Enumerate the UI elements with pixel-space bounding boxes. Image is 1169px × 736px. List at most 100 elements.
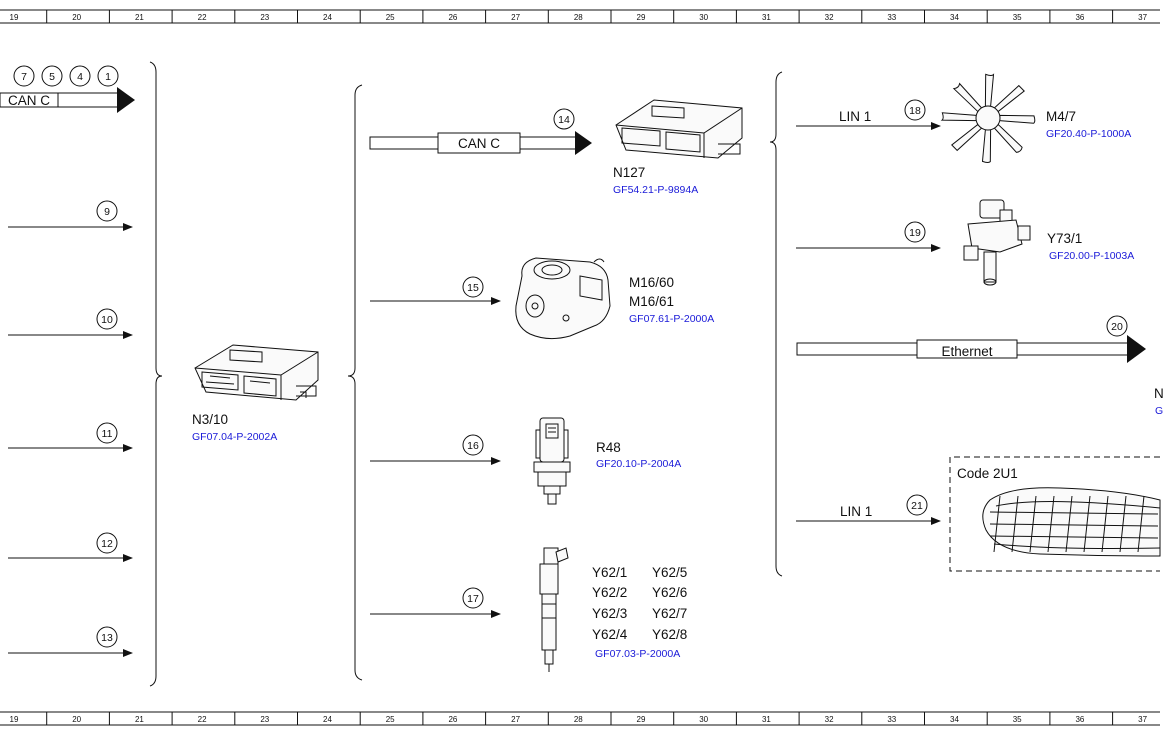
wire-number-9: 9 bbox=[104, 206, 110, 218]
top-ruler-column-26: 26 bbox=[448, 13, 457, 22]
grille-slat bbox=[1083, 495, 1091, 553]
middle-bracket bbox=[347, 84, 363, 681]
top-left-wire-group: 7 5 4 1 CAN C bbox=[0, 65, 135, 113]
wire-number-4: 4 bbox=[77, 71, 83, 83]
wire-number-20: 20 bbox=[1111, 321, 1123, 333]
grille-slat bbox=[1137, 495, 1145, 553]
grille-slat bbox=[1101, 495, 1109, 553]
cut-off-component-reference[interactable]: G bbox=[1155, 405, 1163, 417]
fan-blade bbox=[984, 73, 995, 107]
bottom-ruler-column-25: 25 bbox=[386, 715, 395, 724]
wire-number-21: 21 bbox=[911, 500, 923, 512]
top-ruler-column-19: 19 bbox=[10, 13, 19, 22]
grille-slat bbox=[1065, 495, 1073, 553]
y62-6-label: Y62/6 bbox=[652, 585, 687, 600]
can-c-label: CAN C bbox=[458, 136, 500, 151]
cut-off-component-label: N bbox=[1154, 386, 1164, 401]
temperature-sensor-r48[interactable] bbox=[533, 417, 571, 505]
control-unit-n127[interactable] bbox=[615, 99, 743, 159]
n127-label: N127 bbox=[613, 165, 645, 180]
y62-4-label: Y62/4 bbox=[592, 627, 628, 642]
bottom-ruler-column-23: 23 bbox=[260, 715, 269, 724]
left-bracket bbox=[149, 61, 163, 687]
valve-y73-1[interactable] bbox=[963, 199, 1031, 286]
bottom-ruler-column-33: 33 bbox=[887, 715, 896, 724]
lin-bus-bottom: LIN 1 21 bbox=[796, 494, 941, 525]
n3-10-reference[interactable]: GF07.04-P-2002A bbox=[192, 431, 277, 443]
wire-number-1: 1 bbox=[105, 71, 111, 83]
top-ruler-column-23: 23 bbox=[260, 13, 269, 22]
bottom-ruler-column-34: 34 bbox=[950, 715, 959, 724]
y62-reference[interactable]: GF07.03-P-2000A bbox=[595, 648, 680, 660]
bottom-ruler-column-31: 31 bbox=[762, 715, 771, 724]
throttle-actuator-m16[interactable] bbox=[515, 257, 611, 340]
ethernet-bus-arrow: Ethernet 20 bbox=[796, 315, 1146, 363]
r48-reference[interactable]: GF20.10-P-2004A bbox=[596, 458, 681, 470]
grille-slat bbox=[1047, 495, 1055, 553]
wire-number-16: 16 bbox=[467, 440, 479, 452]
right-bracket bbox=[769, 71, 783, 577]
bottom-ruler-column-19: 19 bbox=[10, 715, 19, 724]
r48-label: R48 bbox=[596, 440, 621, 455]
lin-label-bottom: LIN 1 bbox=[840, 504, 872, 519]
top-ruler-column-31: 31 bbox=[762, 13, 771, 22]
top-ruler-column-30: 30 bbox=[699, 13, 708, 22]
wire-number-10: 10 bbox=[101, 314, 113, 326]
can-c-bus-arrow: CAN C 14 bbox=[369, 108, 592, 155]
grille-bar bbox=[989, 523, 1159, 527]
top-ruler-column-32: 32 bbox=[825, 13, 834, 22]
fan-blade bbox=[981, 129, 992, 164]
bottom-ruler-column-24: 24 bbox=[323, 715, 332, 724]
top-ruler-column-35: 35 bbox=[1013, 13, 1022, 22]
y73-1-reference[interactable]: GF20.00-P-1003A bbox=[1049, 250, 1134, 262]
m16-reference[interactable]: GF07.61-P-2000A bbox=[629, 313, 714, 325]
y62-3-label: Y62/3 bbox=[592, 606, 627, 621]
wire-number-7: 7 bbox=[21, 71, 27, 83]
top-ruler-column-25: 25 bbox=[386, 13, 395, 22]
wire-number-17: 17 bbox=[467, 593, 479, 605]
grille-bar bbox=[989, 535, 1159, 539]
fan-blade bbox=[993, 123, 1023, 153]
control-unit-n3-10[interactable] bbox=[194, 344, 319, 401]
y73-1-label: Y73/1 bbox=[1047, 231, 1082, 246]
fan-blade bbox=[952, 82, 983, 113]
fan-blade bbox=[993, 84, 1025, 113]
top-ruler-column-20: 20 bbox=[72, 13, 81, 22]
m16-61-label: M16/61 bbox=[629, 294, 674, 309]
radiator-grille-shutter[interactable] bbox=[982, 487, 1161, 557]
bottom-ruler-column-28: 28 bbox=[574, 715, 583, 724]
top-ruler-column-34: 34 bbox=[950, 13, 959, 22]
fan-motor-m4-7[interactable] bbox=[940, 73, 1036, 164]
top-ruler-column-36: 36 bbox=[1075, 13, 1084, 22]
fan-blade bbox=[940, 112, 977, 122]
n127-reference[interactable]: GF54.21-P-9894A bbox=[613, 184, 698, 196]
y62-8-label: Y62/8 bbox=[652, 627, 687, 642]
top-ruler-column-27: 27 bbox=[511, 13, 520, 22]
left-wires: 9 10 11 12 13 bbox=[8, 200, 133, 657]
ethernet-label: Ethernet bbox=[941, 344, 992, 359]
wire-number-13: 13 bbox=[101, 632, 113, 644]
fan-blade bbox=[951, 123, 983, 152]
top-ruler-column-37: 37 bbox=[1138, 13, 1147, 22]
wire-number-18: 18 bbox=[909, 105, 921, 117]
y62-1-label: Y62/1 bbox=[592, 565, 627, 580]
y62-5-label: Y62/5 bbox=[652, 565, 687, 580]
wire-number-19: 19 bbox=[909, 227, 921, 239]
bottom-ruler-column-32: 32 bbox=[825, 715, 834, 724]
bottom-ruler-column-35: 35 bbox=[1013, 715, 1022, 724]
grille-slat bbox=[1029, 495, 1037, 553]
grille-bar bbox=[989, 511, 1159, 515]
top-ruler-column-33: 33 bbox=[887, 13, 896, 22]
fuel-injector-y62[interactable] bbox=[539, 547, 569, 672]
bottom-ruler-column-27: 27 bbox=[511, 715, 520, 724]
m16-60-label: M16/60 bbox=[629, 275, 674, 290]
wire-number-15: 15 bbox=[467, 282, 479, 294]
top-ruler-column-21: 21 bbox=[135, 13, 144, 22]
lin-label-top: LIN 1 bbox=[839, 109, 871, 124]
bottom-ruler-column-22: 22 bbox=[198, 715, 207, 724]
can-c-label-left: CAN C bbox=[8, 93, 50, 108]
grille-slat bbox=[1119, 495, 1127, 553]
m4-7-reference[interactable]: GF20.40-P-1000A bbox=[1046, 128, 1131, 140]
